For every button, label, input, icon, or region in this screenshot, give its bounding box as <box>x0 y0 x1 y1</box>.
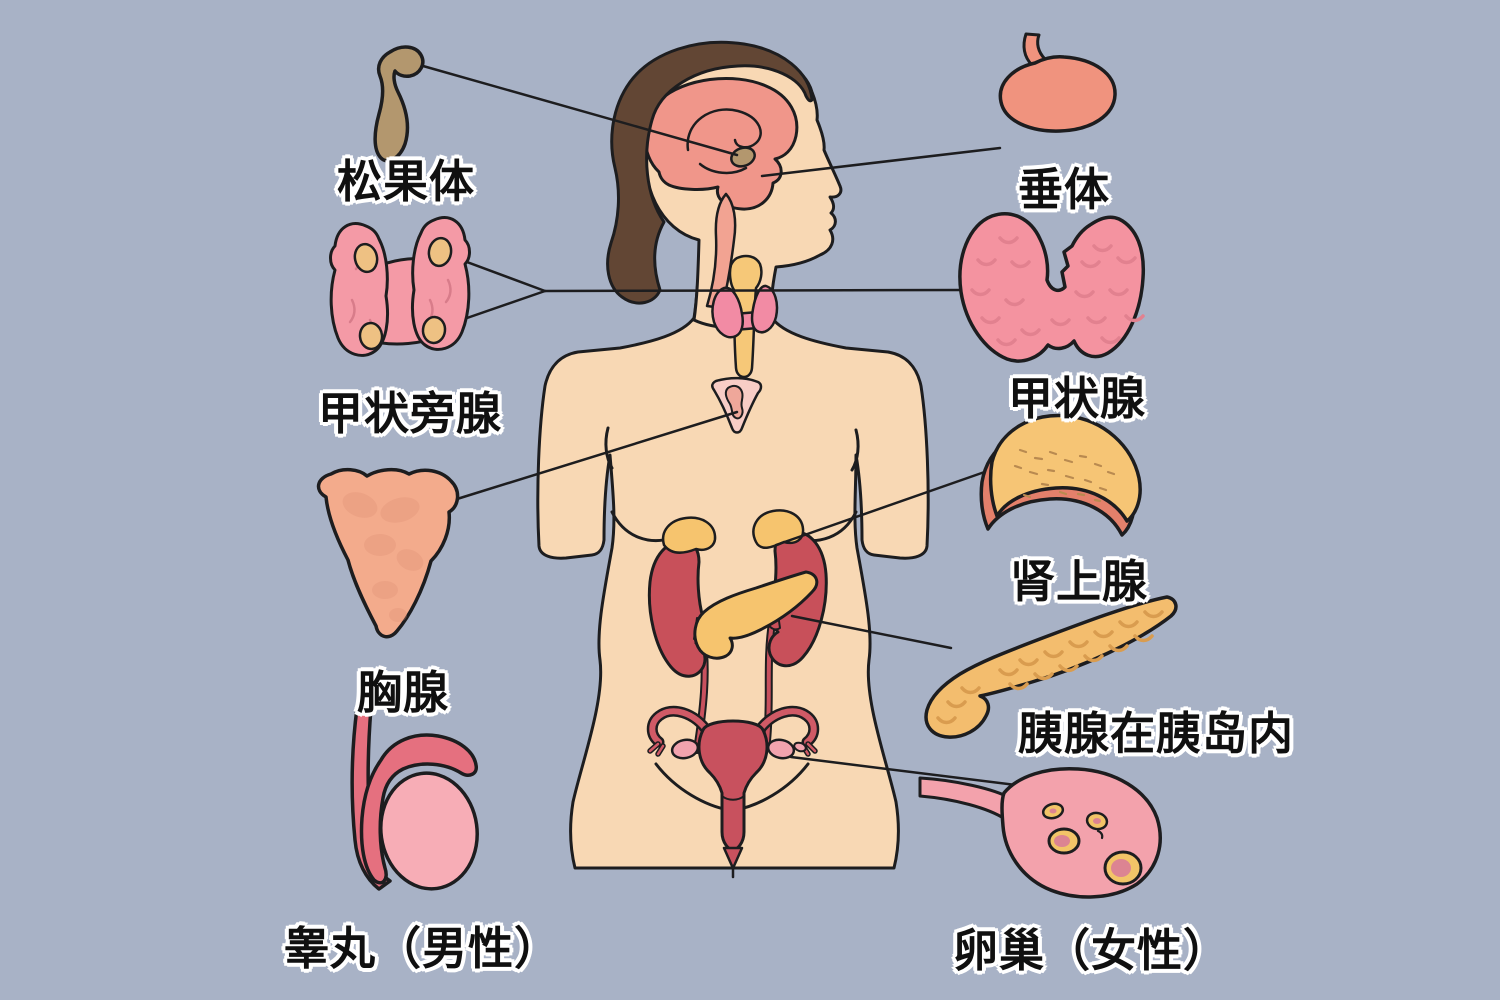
thymus-inner <box>724 384 744 420</box>
connector-pancreas <box>790 614 953 650</box>
thyroid-texture <box>970 236 1145 347</box>
thymus-label: 胸腺 <box>357 666 450 719</box>
parathyroid-gland-lower-left <box>358 321 384 351</box>
connector-thyroid <box>543 288 970 293</box>
parathyroid-gland-lower-right <box>421 315 447 345</box>
fimbriae-left-fill <box>648 742 665 756</box>
thymus-illustration <box>316 467 460 639</box>
pancreas-illustration <box>924 595 1178 739</box>
adrenal-label: 肾上腺 <box>1010 555 1149 608</box>
fallopian-tube-left-fill <box>649 708 711 745</box>
fimbria-right-in-body <box>793 741 807 753</box>
testis-body <box>379 771 479 891</box>
neck-organs <box>711 254 779 379</box>
adrenal-left-in-body <box>661 516 717 554</box>
testis-illustration <box>350 706 479 891</box>
connector-lines <box>414 62 1050 791</box>
kidney-left <box>647 540 707 678</box>
thyroid-left-lobe-in-neck <box>711 286 744 339</box>
follicle-small-2-core <box>1093 818 1101 824</box>
follicle-medium-core <box>1054 835 1070 847</box>
parathyroid-illustration <box>329 216 471 357</box>
hair <box>606 40 814 305</box>
torso <box>536 248 930 870</box>
connector-pituitary <box>760 146 1002 178</box>
follicle-tiny-mark <box>1096 829 1104 840</box>
thymus-shape <box>316 467 460 639</box>
pancreas-texture <box>936 610 1164 725</box>
testis-label: 睾丸（男性） <box>284 922 561 975</box>
ovary-left-in-body <box>670 738 700 760</box>
ovary-stalk <box>918 776 1012 821</box>
pineal-shape <box>373 45 425 163</box>
pituitary-illustration <box>998 32 1117 133</box>
parathyroid-label: 甲状旁腺 <box>318 387 503 440</box>
thymus-texture <box>342 492 424 622</box>
thyroid-right-lobe-in-neck <box>750 284 779 334</box>
adrenal-right-in-body <box>752 509 805 549</box>
armpit-crease-left <box>604 426 614 470</box>
pituitary-label: 垂体 <box>1018 163 1111 216</box>
parathyroid-gland-upper-right <box>427 236 453 268</box>
parathyroid-right-lobe <box>410 216 471 351</box>
epididymis <box>359 733 479 885</box>
body-figure <box>536 248 930 870</box>
head <box>606 40 843 329</box>
parathyroid-gland-upper-left <box>353 242 379 274</box>
pancreas-in-body <box>693 570 819 660</box>
pituitary-body <box>998 55 1117 133</box>
pancreas-label: 胰腺在胰岛内 <box>1018 707 1295 760</box>
connector-ovary <box>789 755 1050 791</box>
ovary-right-in-body <box>766 738 796 760</box>
follicle-large-core <box>1111 859 1131 877</box>
thyroid-label: 甲状腺 <box>1008 372 1147 425</box>
pineal-label: 松果体 <box>337 155 476 208</box>
connector-pineal <box>414 62 739 157</box>
adrenal-illustration <box>979 413 1142 537</box>
thyroid-illustration <box>958 212 1146 363</box>
armpit-crease-right <box>850 428 860 472</box>
follicle-small-1-core <box>1049 808 1057 814</box>
pineal-gland-illustration <box>373 45 425 163</box>
connector-adrenal <box>774 466 998 547</box>
uterus-body <box>697 719 769 852</box>
pelvic-organs <box>646 705 820 879</box>
adrenal-speckles <box>1013 448 1116 503</box>
ovary-label: 卵巢（女性） <box>953 924 1230 977</box>
adrenal-top-face <box>988 413 1142 523</box>
ovary-illustration <box>918 766 1162 899</box>
pineal-in-brain <box>730 146 756 168</box>
brain <box>643 76 799 211</box>
connector-thymus <box>455 410 739 501</box>
fallopian-tube-right-fill <box>755 708 817 745</box>
brain-fold-line2 <box>698 162 748 175</box>
cervix-line <box>721 795 745 801</box>
thymus-in-chest <box>711 376 763 434</box>
